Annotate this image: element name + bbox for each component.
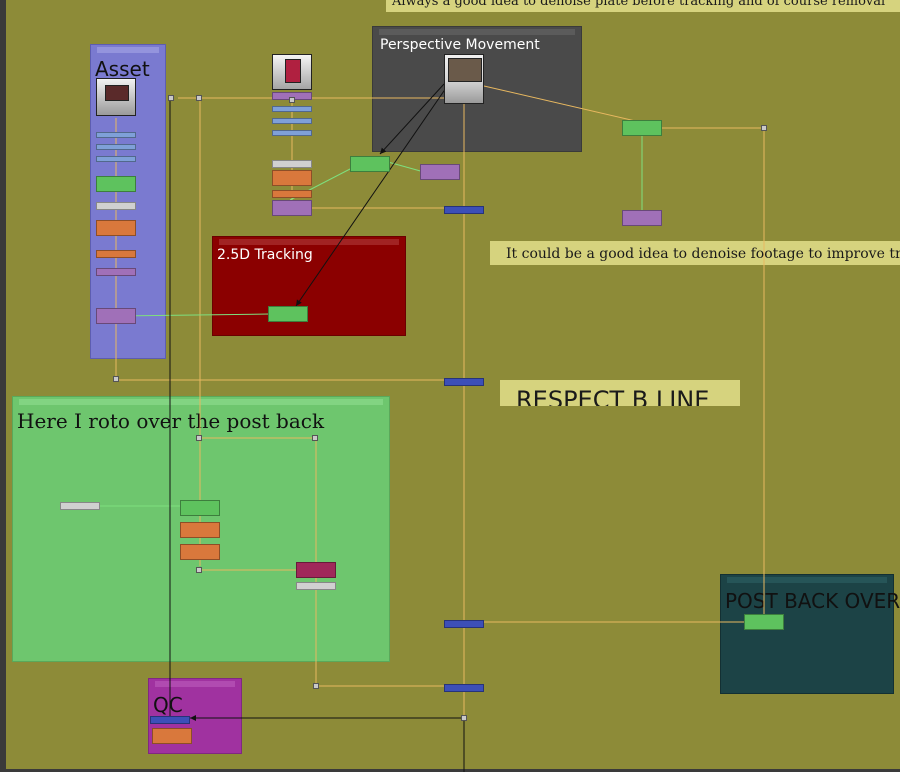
canvas-bottom-border [0, 769, 900, 772]
node-purple-6[interactable] [622, 210, 662, 226]
node-track-green-2[interactable] [268, 306, 308, 322]
node-blue-5[interactable] [272, 118, 312, 124]
node-green-1[interactable] [96, 176, 136, 192]
backdrop-post-back-over[interactable]: POST BACK OVER [720, 574, 900, 694]
backdrop-label: POST BACK OVER [725, 589, 900, 613]
node-purple-1[interactable] [96, 268, 136, 276]
node-blue-2[interactable] [96, 144, 136, 150]
node-merge-3[interactable] [444, 620, 484, 628]
sticky-note-respect-b-line[interactable]: RESPECT B LINE [500, 380, 740, 406]
node-merge-1[interactable] [444, 206, 484, 214]
backdrop-label: Asset [95, 57, 150, 81]
backdrop-2-5d-tracking[interactable]: 2.5D Tracking [212, 236, 406, 336]
node-orange-3[interactable] [272, 170, 312, 186]
read-node-thumbnail[interactable] [272, 54, 312, 90]
sticky-note-denoise-plate[interactable]: Always a good idea to denoise plate befo… [386, 0, 900, 12]
node-orange-qc[interactable] [152, 728, 192, 744]
node-orange-1[interactable] [96, 220, 136, 236]
pipe-dot-icon[interactable] [461, 715, 467, 721]
pipe-dot-icon[interactable] [289, 97, 295, 103]
pipe-dot-icon[interactable] [313, 683, 319, 689]
node-orange-4[interactable] [272, 190, 312, 198]
node-orange-5[interactable] [180, 522, 220, 538]
node-purple-4[interactable] [272, 200, 312, 216]
node-merge-2[interactable] [444, 378, 484, 386]
node-blue-1[interactable] [96, 132, 136, 138]
node-track-green-1[interactable] [350, 156, 390, 172]
sticky-note-text: It could be a good idea to denoise foota… [506, 246, 900, 262]
backdrop-label: Perspective Movement [380, 37, 540, 53]
node-grey-2[interactable] [272, 160, 312, 168]
node-purple-2[interactable] [96, 308, 136, 324]
node-orange-2[interactable] [96, 250, 136, 258]
node-green-2[interactable] [622, 120, 662, 136]
read-node-thumbnail[interactable] [444, 54, 484, 104]
node-purple-5[interactable] [420, 164, 460, 180]
sticky-note-text: RESPECT B LINE [516, 386, 710, 406]
backdrop-label: QC [153, 693, 183, 717]
pipe-dot-icon[interactable] [761, 125, 767, 131]
node-maroon[interactable] [296, 562, 336, 578]
pipe-dot-icon[interactable] [312, 435, 318, 441]
canvas-left-border [0, 0, 6, 772]
backdrop-label: Here I roto over the post back [17, 409, 325, 433]
node-grey-4[interactable] [296, 582, 336, 590]
read-node-thumbnail[interactable] [96, 78, 136, 116]
pipe-dot-icon[interactable] [196, 435, 202, 441]
backdrop-label: 2.5D Tracking [217, 247, 313, 263]
node-orange-6[interactable] [180, 544, 220, 560]
pipe-dot-icon[interactable] [168, 95, 174, 101]
node-roto-green[interactable] [180, 500, 220, 516]
node-blue-6[interactable] [272, 130, 312, 136]
pipe-dot-icon[interactable] [196, 567, 202, 573]
node-merge-4[interactable] [444, 684, 484, 692]
node-grey-3[interactable] [60, 502, 100, 510]
node-blue-4[interactable] [272, 106, 312, 112]
node-merge-qc[interactable] [150, 716, 190, 724]
pipe-dot-icon[interactable] [113, 376, 119, 382]
node-blue-3[interactable] [96, 156, 136, 162]
sticky-note-text: Always a good idea to denoise plate befo… [392, 0, 886, 9]
node-green-3[interactable] [744, 614, 784, 630]
node-grey-1[interactable] [96, 202, 136, 210]
sticky-note-denoise-footage[interactable]: It could be a good idea to denoise foota… [490, 241, 900, 265]
pipe-dot-icon[interactable] [196, 95, 202, 101]
